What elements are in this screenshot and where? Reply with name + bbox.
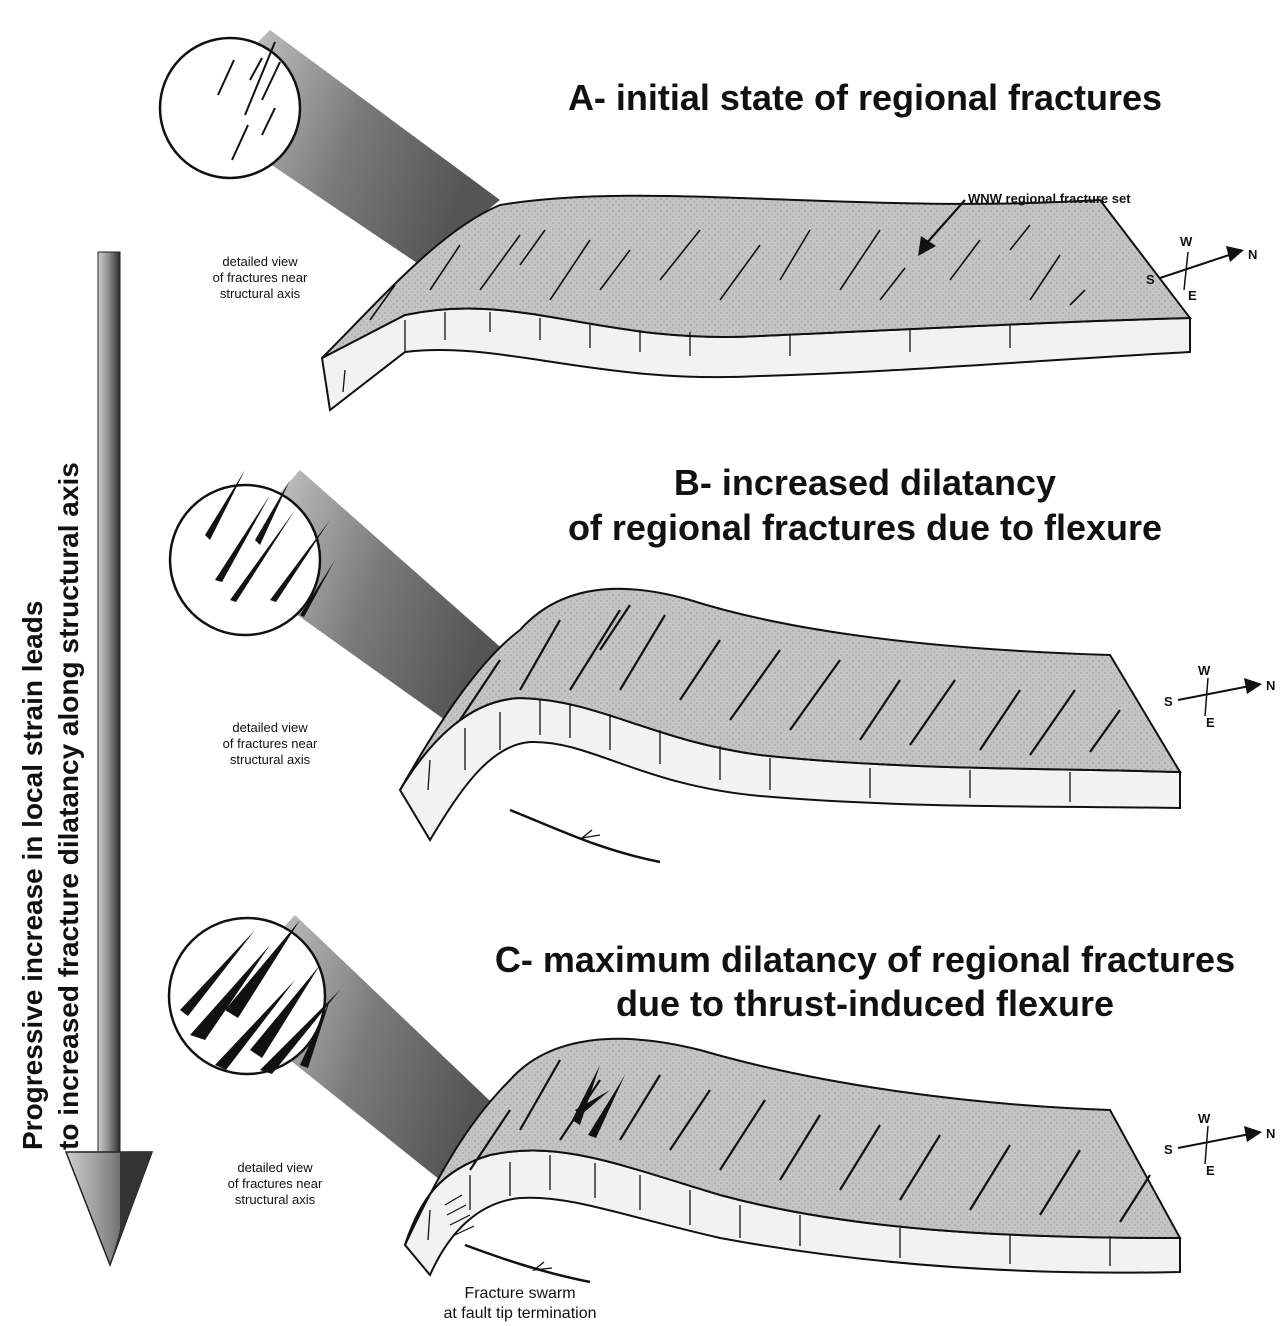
panel-b: B- increased dilatancy of regional fract…: [170, 462, 1275, 862]
panel-b-inset-label-2: of fractures near: [223, 736, 318, 751]
side-caption-line-2: to increased fracture dilatancy along st…: [53, 462, 84, 1150]
panel-c-compass-s: S: [1164, 1142, 1173, 1157]
panel-c-inset-label-1: detailed view: [237, 1160, 313, 1175]
panel-a-inset-label-3: structural axis: [220, 286, 301, 301]
panel-b-title-line-2: of regional fractures due to flexure: [568, 507, 1162, 548]
panel-a-title: A- initial state of regional fractures: [568, 77, 1162, 118]
panel-c-title-line-2: due to thrust-induced flexure: [616, 983, 1114, 1024]
panel-c: C- maximum dilatancy of regional fractur…: [169, 915, 1275, 1322]
panel-c-compass-e: E: [1206, 1163, 1215, 1178]
panel-c-fault-line: [465, 1245, 590, 1282]
panel-b-compass: W S E N: [1164, 663, 1275, 730]
panel-b-compass-n: N: [1266, 678, 1275, 693]
panel-a-compass-s: S: [1146, 272, 1155, 287]
panel-a-magnifier-circle: [160, 38, 300, 178]
panel-c-compass-w: W: [1198, 1111, 1211, 1126]
panel-b-inset-label-1: detailed view: [232, 720, 308, 735]
panel-c-swarm-label-2: at fault tip termination: [444, 1305, 597, 1322]
panel-b-compass-e: E: [1206, 715, 1215, 730]
panel-c-inset-label-3: structural axis: [235, 1192, 316, 1207]
panel-c-compass-n: N: [1266, 1126, 1275, 1141]
panel-a-callout-label: WNW regional fracture set: [968, 191, 1131, 206]
panel-c-title-line-1: C- maximum dilatancy of regional fractur…: [495, 939, 1235, 980]
panel-c-compass: W S E N: [1164, 1111, 1275, 1178]
panel-b-title-line-1: B- increased dilatancy: [674, 462, 1056, 503]
panel-b-magnifier-circle: [170, 485, 320, 635]
panel-a-compass-e: E: [1188, 288, 1197, 303]
panel-a-inset-label-2: of fractures near: [213, 270, 308, 285]
panel-b-compass-s: S: [1164, 694, 1173, 709]
side-caption-line-1: Progressive increase in local strain lea…: [17, 601, 48, 1150]
panel-c-swarm-label-1: Fracture swarm: [464, 1285, 575, 1302]
panel-a-inset-label-1: detailed view: [222, 254, 298, 269]
panel-a: A- initial state of regional fractures: [160, 30, 1257, 410]
panel-b-inset-label-3: structural axis: [230, 752, 311, 767]
panel-b-fault-arrow: [582, 830, 600, 838]
panel-a-compass-w: W: [1180, 234, 1193, 249]
panel-b-compass-w: W: [1198, 663, 1211, 678]
panel-c-inset-label-2: of fractures near: [228, 1176, 323, 1191]
side-caption: Progressive increase in local strain lea…: [17, 462, 84, 1150]
panel-a-compass-n: N: [1248, 247, 1257, 262]
